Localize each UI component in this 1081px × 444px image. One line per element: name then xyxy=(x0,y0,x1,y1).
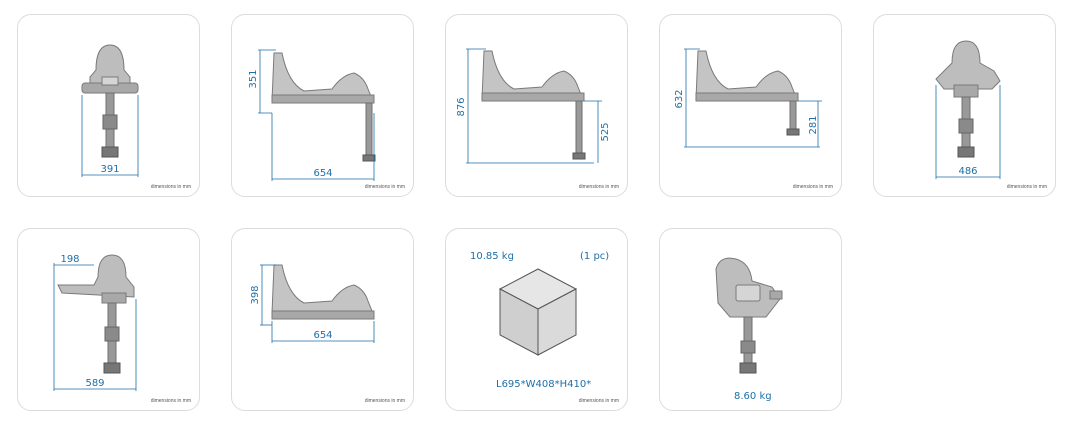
dimensions-note: dimensions in mm xyxy=(150,398,191,404)
card-side-flat-view[interactable]: 398 654 dimensions in mm xyxy=(231,228,414,411)
base-angled-drawing: 486 xyxy=(935,40,1001,179)
dim-width: 589 xyxy=(85,378,104,389)
card-product-weight[interactable]: 8.60 kg xyxy=(659,228,842,411)
dim-height: 351 xyxy=(248,69,259,88)
dim-length: 654 xyxy=(313,330,332,341)
dim-height: 398 xyxy=(250,285,261,304)
package-quantity: (1 pc) xyxy=(580,251,610,262)
base-front-drawing: 391 xyxy=(81,44,139,177)
base-side-height-drawing: 876 525 xyxy=(456,48,611,164)
dim-leg-height: 525 xyxy=(600,122,611,141)
card-side-view[interactable]: 351 654 dimensions in mm xyxy=(231,14,414,197)
dim-total-height: 876 xyxy=(456,97,467,116)
dimensions-note: dimensions in mm xyxy=(578,398,619,404)
dim-extension: 198 xyxy=(60,254,79,265)
card-side-min-view[interactable]: 632 281 dimensions in mm xyxy=(659,14,842,197)
card-extended-front-view[interactable]: 198 589 dimensions in mm xyxy=(17,228,200,411)
dimensions-note: dimensions in mm xyxy=(1006,184,1047,190)
dim-width: 486 xyxy=(958,166,977,177)
base-perspective-drawing xyxy=(715,257,783,374)
base-side-min-drawing: 632 281 xyxy=(674,48,822,148)
card-angled-front-view[interactable]: 486 dimensions in mm xyxy=(873,14,1056,197)
dim-length: 654 xyxy=(313,168,332,179)
dimensions-note: dimensions in mm xyxy=(792,184,833,190)
card-side-height-view[interactable]: 876 525 dimensions in mm xyxy=(445,14,628,197)
package-size: L695*W408*H410* xyxy=(496,379,592,390)
dimensions-note: dimensions in mm xyxy=(364,398,405,404)
base-side-drawing: 351 654 xyxy=(248,49,376,181)
product-weight: 8.60 kg xyxy=(734,391,772,402)
dim-width: 391 xyxy=(100,164,119,175)
dim-leg-height: 281 xyxy=(808,115,819,134)
base-side-flat-drawing: 398 654 xyxy=(250,264,375,343)
package-box-icon xyxy=(498,268,578,356)
dim-total-height: 632 xyxy=(674,89,685,108)
base-extended-drawing: 198 589 xyxy=(53,254,137,391)
dimensions-note: dimensions in mm xyxy=(578,184,619,190)
dimensions-note: dimensions in mm xyxy=(150,184,191,190)
package-weight: 10.85 kg xyxy=(470,251,514,262)
card-front-view[interactable]: 391 dimensions in mm xyxy=(17,14,200,197)
dimensions-note: dimensions in mm xyxy=(364,184,405,190)
card-package[interactable]: 10.85 kg (1 pc) L695*W408*H410* dimensio… xyxy=(445,228,628,411)
